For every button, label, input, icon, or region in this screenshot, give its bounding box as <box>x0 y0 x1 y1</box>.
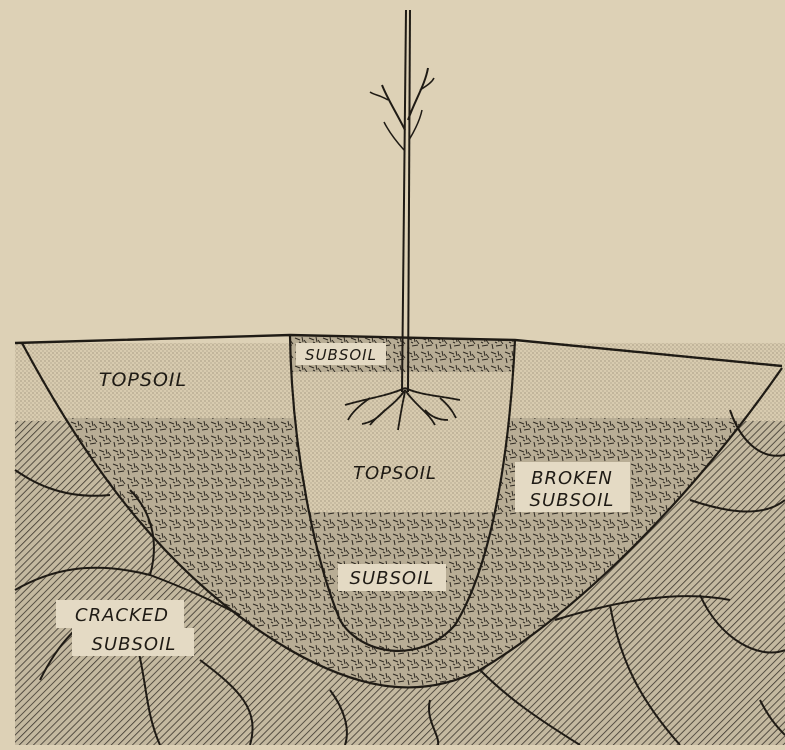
label-subsoil-bottom-text: SUBSOIL <box>350 568 435 589</box>
label-broken-line2-text: SUBSOIL <box>530 490 615 511</box>
label-cracked-line2-text: SUBSOIL <box>92 634 177 655</box>
label-cracked-line1-text: CRACKED <box>75 605 169 626</box>
label-broken-line1-text: BROKEN <box>531 468 613 489</box>
sapling <box>370 10 434 392</box>
label-topsoil-left-text: TOPSOIL <box>99 369 187 391</box>
label-topsoil-left: TOPSOIL <box>99 369 187 391</box>
label-subsoil-top-text: SUBSOIL <box>305 346 377 364</box>
label-topsoil-center-text: TOPSOIL <box>353 463 437 484</box>
